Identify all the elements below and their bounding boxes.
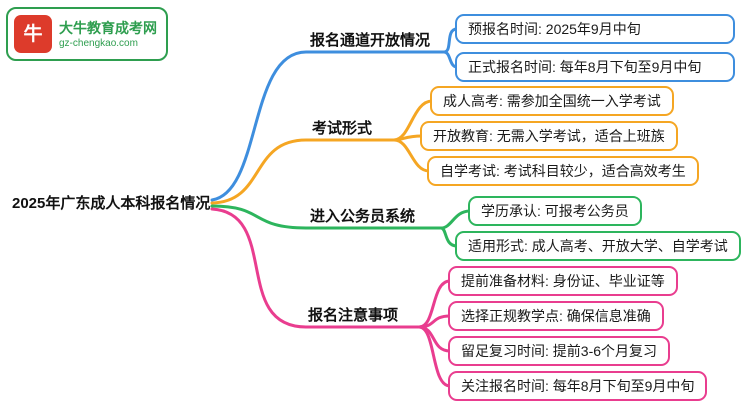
leaf-review-time: 留足复习时间: 提前3-6个月复习 [448, 336, 671, 366]
leaf-applicable-forms: 适用形式: 成人高考、开放大学、自学考试 [455, 231, 741, 261]
site-name: 大牛教育成考网 [59, 19, 157, 36]
logo-icon-glyph: 牛 [23, 23, 43, 45]
branch-registration-channel-lines [210, 27, 459, 202]
leaf-open-education: 开放教育: 无需入学考试，适合上班族 [420, 121, 678, 151]
branch-civil-service: 进入公务员系统 [310, 208, 416, 225]
site-url: gz-chengkao.com [59, 37, 138, 49]
leaf-choose-teaching-center: 选择正规教学点: 确保信息准确 [448, 301, 664, 331]
leaf-pre-registration-time: 预报名时间: 2025年9月中旬 [455, 14, 735, 44]
branch-exam-format: 考试形式 [312, 120, 373, 137]
leaf-prepare-materials: 提前准备材料: 身份证、毕业证等 [448, 266, 678, 296]
logo-text-block: 大牛教育成考网 gz-chengkao.com [59, 19, 157, 50]
leaf-watch-registration-time: 关注报名时间: 每年8月下旬至9月中旬 [448, 371, 708, 401]
branch-registration-channel: 报名通道开放情况 [310, 32, 431, 49]
site-logo: 牛 大牛教育成考网 gz-chengkao.com [6, 7, 168, 61]
branch-registration-notes: 报名注意事项 [308, 307, 399, 324]
daniu-bull-logo-icon: 牛 [14, 15, 52, 53]
root-topic: 2025年广东成人本科报名情况 [12, 195, 211, 212]
leaf-official-registration-time: 正式报名时间: 每年8月下旬至9月中旬 [455, 52, 735, 82]
leaf-degree-recognition: 学历承认: 可报考公务员 [468, 196, 642, 226]
branch-exam-format-lines [210, 99, 434, 205]
leaf-adult-gaokao: 成人高考: 需参加全国统一入学考试 [430, 86, 674, 116]
branch-registration-notes-lines [210, 207, 452, 388]
leaf-self-study-exam: 自学考试: 考试科目较少，适合高效考生 [427, 156, 699, 186]
